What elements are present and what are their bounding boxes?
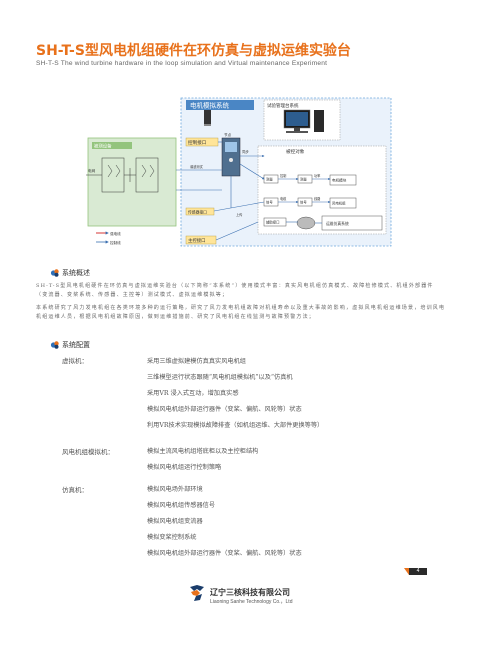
cable-label: 电缆 bbox=[280, 196, 287, 201]
config-item: 模拟风电机组传感器信号 bbox=[147, 502, 216, 509]
test-mgmt-label: 试验管理台系统 bbox=[267, 102, 299, 109]
signal-label-a: 信号 bbox=[266, 200, 273, 205]
sim-system-label: 电机模拟系统 bbox=[190, 101, 230, 110]
sim-system-title-box bbox=[186, 100, 254, 110]
upload-label: 上传 bbox=[236, 212, 243, 217]
overview-paragraph-1: SH-T-S型风电机组硬件在环仿真与虚拟运维实验台（以下简称“本系统”）使用模式… bbox=[36, 283, 434, 298]
config-item: 利用VR技术实现模拟故障排查（如机组运维、大部件更换等等） bbox=[147, 422, 324, 429]
power-label: 功率 bbox=[314, 173, 321, 178]
legend-signal-label: 控制线 bbox=[110, 240, 121, 245]
converter-label: 被测设备 bbox=[94, 143, 112, 150]
cabinet-node-label: 节点 bbox=[224, 132, 232, 137]
overview-heading-text: 系统概述 bbox=[62, 269, 90, 277]
aux-interface-label: 辅助接口 bbox=[266, 220, 280, 225]
config-heading: 系统配置 bbox=[50, 340, 90, 350]
config-category-virtual: 虚拟机： bbox=[62, 357, 88, 365]
page-number: 4 bbox=[404, 568, 427, 575]
computer-icon bbox=[283, 109, 324, 133]
motor-icon bbox=[296, 216, 316, 230]
config-item: 模拟风电场外部环境 bbox=[147, 486, 203, 493]
measure-label-a: 测量 bbox=[266, 177, 273, 182]
connection-lines bbox=[176, 141, 331, 241]
page-number-text: 4 bbox=[416, 568, 420, 574]
config-item: 模拟风电机组外部运行器件（变桨、偏航、风轮等）状态 bbox=[147, 550, 302, 557]
config-heading-text: 系统配置 bbox=[62, 341, 90, 349]
config-item: 采用三维虚拟建模仿真真实风电机组 bbox=[147, 358, 246, 365]
config-item: 采用VR 浸入式互动，增加真实感 bbox=[147, 390, 239, 397]
config-item: 模拟风电机组运行控制策略 bbox=[147, 464, 222, 471]
controller-cabinet-icon bbox=[221, 137, 241, 177]
wind-control-label: 风电机组 bbox=[332, 201, 346, 206]
virtual-ops-label: 运维仿真系统 bbox=[326, 221, 349, 226]
config-item: 模拟主流风电机组塔底柜以及主控柜结构 bbox=[147, 448, 259, 455]
page-subtitle-en: SH-T-S The wind turbine hardware in the … bbox=[36, 60, 328, 67]
config-category-simulator: 仿真机： bbox=[62, 486, 88, 494]
config-item: 模拟风电机组外部运行器件（变桨、偏航、风轮等）状态 bbox=[147, 406, 302, 413]
legend-power-label: 强电线 bbox=[110, 231, 121, 236]
master-interface-label: 主控接口 bbox=[188, 237, 206, 244]
grid-label: 电网 bbox=[88, 168, 96, 173]
company-name-en: Liaoning Sanhe Technology Co.，Ltd bbox=[210, 599, 293, 605]
config-item: 三维模型运行状态跟随“风电机组模拟机”以及“仿真机 bbox=[147, 374, 293, 381]
cabinet-icon bbox=[204, 110, 211, 126]
hw-test-label: 被控对象 bbox=[286, 148, 305, 155]
section-bullet-icon bbox=[50, 341, 59, 349]
overview-paragraph-2: 本系统研究了风力发电机组在各类环境多种的运行策略，研究了风力发电机组故障对机组寿… bbox=[36, 305, 446, 320]
section-bullet-icon bbox=[50, 269, 59, 277]
config-item: 模拟风电机组变流器 bbox=[147, 518, 203, 525]
system-diagram: 电机模拟系统 试验管理台系统 控制接口 节点 被控对象 测量 测量 电机模块 信… bbox=[86, 97, 392, 247]
converter-frame bbox=[87, 137, 177, 227]
sensor-interface-box bbox=[185, 207, 215, 216]
sync-label: 同步 bbox=[242, 149, 249, 154]
company-logo-icon bbox=[190, 585, 204, 601]
config-item: 模拟变桨控制系统 bbox=[147, 534, 197, 541]
config-category-turbine-simulator: 风电机组模拟机： bbox=[62, 448, 114, 456]
page-title: SH-T-S型风电机组硬件在环仿真与虚拟运维实验台 bbox=[36, 43, 351, 59]
line-label: 线路 bbox=[314, 196, 321, 201]
company-name-cn: 辽宁三核科技有限公司 bbox=[210, 588, 290, 597]
signal-label-b: 信号 bbox=[300, 200, 307, 205]
control-label: 控制 bbox=[280, 173, 286, 178]
converter-title-box bbox=[92, 142, 132, 149]
control-interface-label: 控制接口 bbox=[188, 139, 207, 146]
diagram-legend: 强电线 控制线 bbox=[96, 231, 121, 245]
module-label: 电机模块 bbox=[332, 178, 347, 183]
overview-heading: 系统概述 bbox=[50, 268, 90, 278]
sensor-interface-label: 传感器接口 bbox=[188, 210, 207, 215]
measure-label-b: 测量 bbox=[300, 177, 307, 182]
harmonic-label: 谐波测试 bbox=[190, 164, 204, 169]
